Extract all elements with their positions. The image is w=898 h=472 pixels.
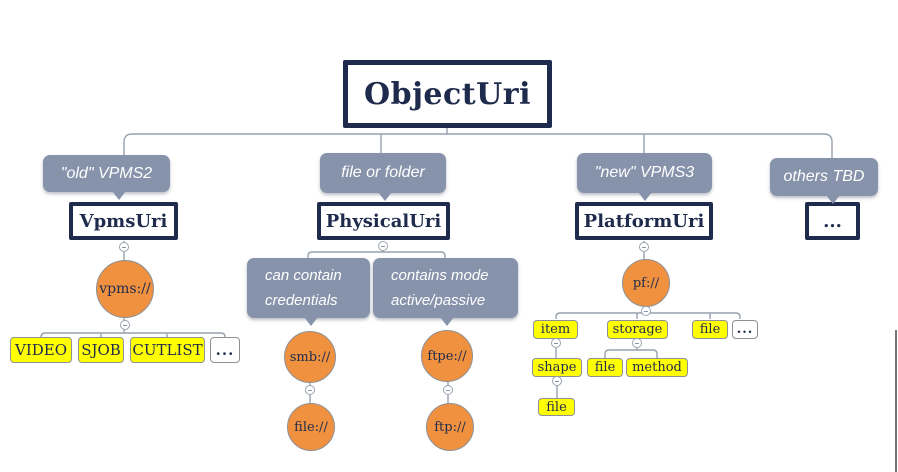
- leaf-more-types-label: ...: [215, 341, 235, 359]
- node-physicaluri-label: PhysicalUri: [325, 210, 442, 232]
- note-mode[interactable]: contains mode active/passive: [373, 258, 518, 326]
- leaf-sjob-label: SJOB: [81, 341, 121, 359]
- leaf-storage-file-label: file: [594, 360, 616, 375]
- leaf-cutlist[interactable]: CUTLIST: [130, 337, 205, 363]
- note-credentials-line2: credentials: [265, 292, 338, 309]
- callout-others-tbd[interactable]: others TBD: [770, 158, 878, 204]
- scheme-vpms[interactable]: vpms://: [96, 260, 154, 318]
- node-physicaluri[interactable]: PhysicalUri: [317, 202, 450, 240]
- scheme-ftp-label: ftp://: [434, 419, 466, 435]
- collapse-icon-item[interactable]: [551, 338, 561, 348]
- collapse-icon-pf[interactable]: [641, 306, 651, 316]
- leaf-shape-file[interactable]: file: [538, 398, 575, 416]
- leaf-video[interactable]: VIDEO: [10, 337, 72, 363]
- callout-new-vpms3[interactable]: "new" VPMS3: [577, 153, 712, 201]
- callout-tail: [378, 192, 392, 201]
- callout-new-vpms3-label: "new" VPMS3: [594, 164, 695, 181]
- callout-tail: [112, 191, 126, 200]
- collapse-icon-vpms-scheme[interactable]: [120, 320, 130, 330]
- leaf-item-label: item: [540, 322, 571, 337]
- collapse-icon-ftpe[interactable]: [443, 385, 453, 395]
- note-mode-line2: active/passive: [391, 292, 486, 309]
- collapse-icon-platformuri[interactable]: [639, 242, 649, 252]
- leaf-file-label: file: [699, 322, 721, 337]
- scheme-ftp[interactable]: ftp://: [426, 403, 474, 451]
- leaf-storage-file[interactable]: file: [587, 358, 623, 377]
- leaf-more-types[interactable]: ...: [210, 337, 240, 363]
- callout-tail: [304, 317, 318, 326]
- leaf-sjob[interactable]: SJOB: [78, 337, 124, 363]
- leaf-shape[interactable]: shape: [532, 358, 582, 377]
- leaf-storage[interactable]: storage: [607, 320, 668, 339]
- node-objecturi[interactable]: ObjectUri: [343, 60, 552, 128]
- note-credentials[interactable]: can contain credentials: [247, 258, 370, 326]
- leaf-cutlist-label: CUTLIST: [132, 341, 203, 359]
- note-credentials-line1: can contain: [265, 267, 342, 284]
- callout-old-vpms2-label: "old" VPMS2: [60, 164, 153, 182]
- scheme-smb[interactable]: smb://: [284, 331, 336, 383]
- scheme-pf-label: pf://: [632, 275, 660, 291]
- callout-old-vpms2[interactable]: "old" VPMS2: [43, 155, 170, 200]
- callout-tail: [826, 195, 840, 204]
- leaf-method[interactable]: method: [626, 358, 688, 377]
- callout-tail: [440, 317, 454, 326]
- note-mode-line1: contains mode: [391, 267, 489, 284]
- leaf-more-children-label: ...: [736, 322, 754, 337]
- scheme-pf[interactable]: pf://: [622, 259, 670, 307]
- node-vpmsuri-label: VpmsUri: [79, 210, 168, 232]
- leaf-video-label: VIDEO: [14, 341, 68, 359]
- collapse-icon-storage[interactable]: [632, 338, 642, 348]
- leaf-storage-label: storage: [612, 322, 663, 337]
- node-platformuri[interactable]: PlatformUri: [575, 202, 713, 240]
- window-right-edge: [895, 330, 897, 472]
- scheme-file-label: file://: [294, 419, 328, 435]
- node-objecturi-label: ObjectUri: [363, 76, 532, 112]
- callout-file-or-folder[interactable]: file or folder: [320, 153, 446, 201]
- collapse-icon-physicaluri[interactable]: [378, 241, 388, 251]
- collapse-icon-smb[interactable]: [305, 385, 315, 395]
- leaf-shape-label: shape: [537, 360, 577, 375]
- node-others-dots[interactable]: ...: [805, 202, 860, 240]
- scheme-ftpe[interactable]: ftpe://: [421, 330, 473, 382]
- collapse-icon-vpmsuri[interactable]: [119, 242, 129, 252]
- scheme-smb-label: smb://: [289, 349, 331, 365]
- leaf-item[interactable]: item: [533, 320, 578, 339]
- collapse-icon-shape[interactable]: [552, 376, 562, 386]
- callout-file-or-folder-label: file or folder: [341, 164, 425, 181]
- scheme-vpms-label: vpms://: [99, 281, 151, 297]
- leaf-file[interactable]: file: [692, 320, 728, 339]
- node-platformuri-label: PlatformUri: [583, 210, 705, 232]
- callout-others-tbd-label: others TBD: [783, 168, 865, 185]
- scheme-file[interactable]: file://: [287, 403, 335, 451]
- scheme-ftpe-label: ftpe://: [427, 348, 467, 364]
- leaf-method-label: method: [632, 360, 682, 375]
- leaf-more-children[interactable]: ...: [732, 320, 758, 339]
- leaf-shape-file-label: file: [546, 399, 567, 415]
- callout-tail: [638, 192, 652, 201]
- node-vpmsuri[interactable]: VpmsUri: [69, 202, 178, 240]
- node-others-dots-label: ...: [823, 210, 842, 232]
